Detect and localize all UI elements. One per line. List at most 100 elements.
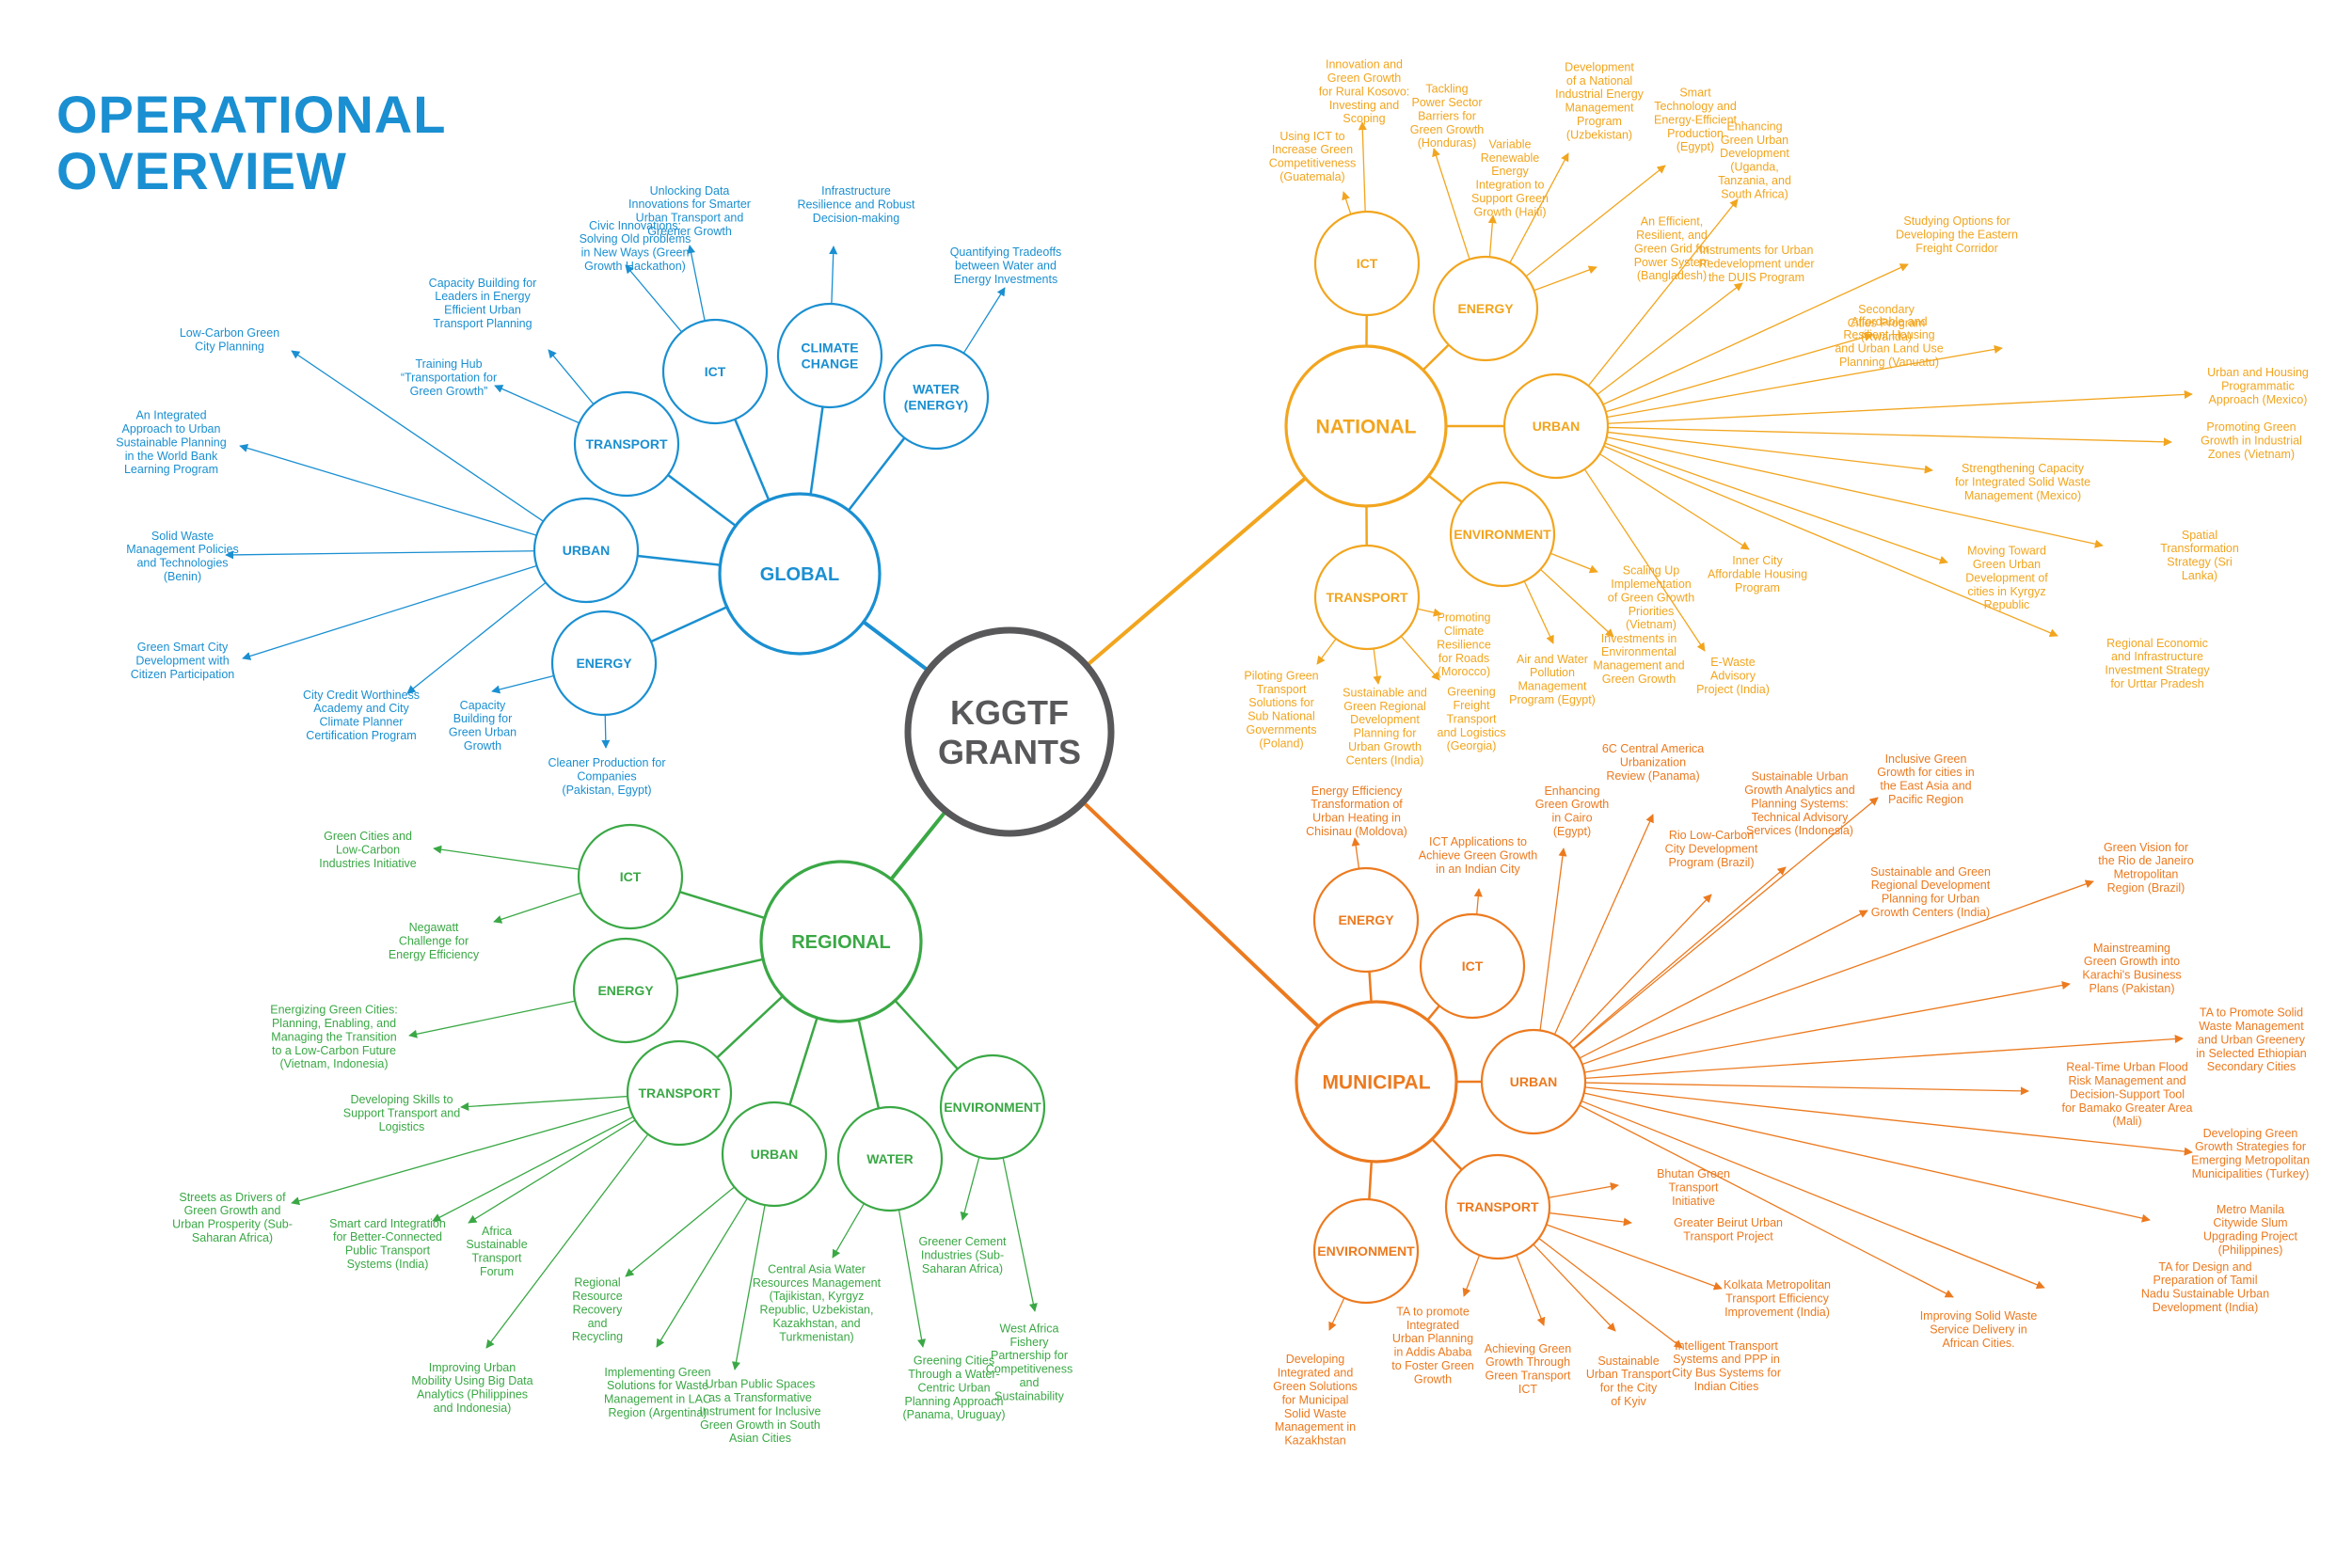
category-node-national-energy [1432, 255, 1539, 362]
spoke-global-climate [809, 406, 824, 495]
leaf-arrow [468, 1119, 636, 1224]
leaf-arrow [829, 245, 838, 305]
leaf-arrow [460, 1095, 628, 1112]
leaf-arrow [1539, 847, 1567, 1031]
category-label-national-energy: ENERGY [1457, 301, 1514, 316]
category-node-global-ict [661, 318, 769, 425]
category-label-regional-environment: ENVIRONMENT [944, 1100, 1041, 1115]
leaf-arrow [732, 1204, 766, 1370]
title-line-1: OPERATIONAL [56, 85, 447, 144]
category-label-national-ict: ICT [1357, 256, 1378, 271]
center-node [904, 626, 1115, 837]
leaf-arrow [494, 385, 580, 424]
leaf-arrow [1605, 332, 1873, 413]
leaf-arrow [625, 1186, 735, 1277]
leaf-arrow [1607, 344, 2003, 419]
leaf-arrow [1400, 635, 1440, 681]
hub-node-municipal [1295, 1000, 1458, 1164]
spoke-regional-environment [894, 999, 959, 1070]
hub-label-national: NATIONAL [1316, 416, 1417, 437]
spoke-national-environment [1427, 474, 1463, 503]
leaf-arrow [960, 1156, 980, 1221]
spoke-municipal-energy [1368, 971, 1373, 1003]
connector-regional [889, 809, 947, 880]
category-label-regional-transport: TRANSPORT [638, 1085, 721, 1101]
leaf-arrow [962, 287, 1006, 354]
leaf-arrow [1328, 1297, 1345, 1331]
category-node-regional-environment [939, 1053, 1046, 1161]
leaf-arrow [1583, 468, 1706, 652]
leaf-arrow [1523, 580, 1554, 644]
leaf-arrow [1607, 431, 1933, 474]
leaf-arrow [1584, 1082, 2029, 1096]
leaf-arrow [1342, 191, 1352, 214]
leaf-arrow [1462, 1255, 1481, 1297]
leaf-arrow [1539, 568, 1614, 638]
category-label-municipal-energy: ENERGY [1338, 912, 1394, 927]
leaf-arrow [1316, 638, 1337, 665]
category-label-global-ict: ICT [705, 364, 726, 379]
category-label-regional-ict: ICT [620, 869, 642, 884]
category-node-regional-ict [577, 823, 684, 930]
leaf-arrow [1573, 797, 1879, 1050]
category-label-regional-urban: URBAN [751, 1147, 799, 1162]
leaf-arrow [1002, 1157, 1038, 1312]
leaf-arrow [239, 444, 537, 536]
category-node-municipal-ict [1419, 912, 1526, 1020]
hub-node-global [718, 492, 882, 656]
spoke-global-energy [650, 606, 728, 643]
hub-label-regional: REGIONAL [791, 932, 891, 953]
category-label-national-transport: TRANSPORT [1326, 590, 1408, 605]
leaf-arrow [1584, 1035, 2184, 1079]
category-label-global-transport: TRANSPORT [585, 436, 668, 451]
leaf-arrow [1538, 1237, 1683, 1349]
leaf-arrow [548, 349, 595, 405]
leaf-arrow [601, 714, 611, 749]
leaf-arrow [433, 845, 580, 870]
leaf-arrow [1358, 121, 1367, 213]
category-node-global-climate [776, 302, 883, 409]
leaf-arrow [1581, 1100, 2045, 1290]
leaf-arrow [1432, 148, 1470, 260]
spoke-national-energy [1422, 343, 1450, 372]
leaf-arrow [1606, 436, 2104, 548]
